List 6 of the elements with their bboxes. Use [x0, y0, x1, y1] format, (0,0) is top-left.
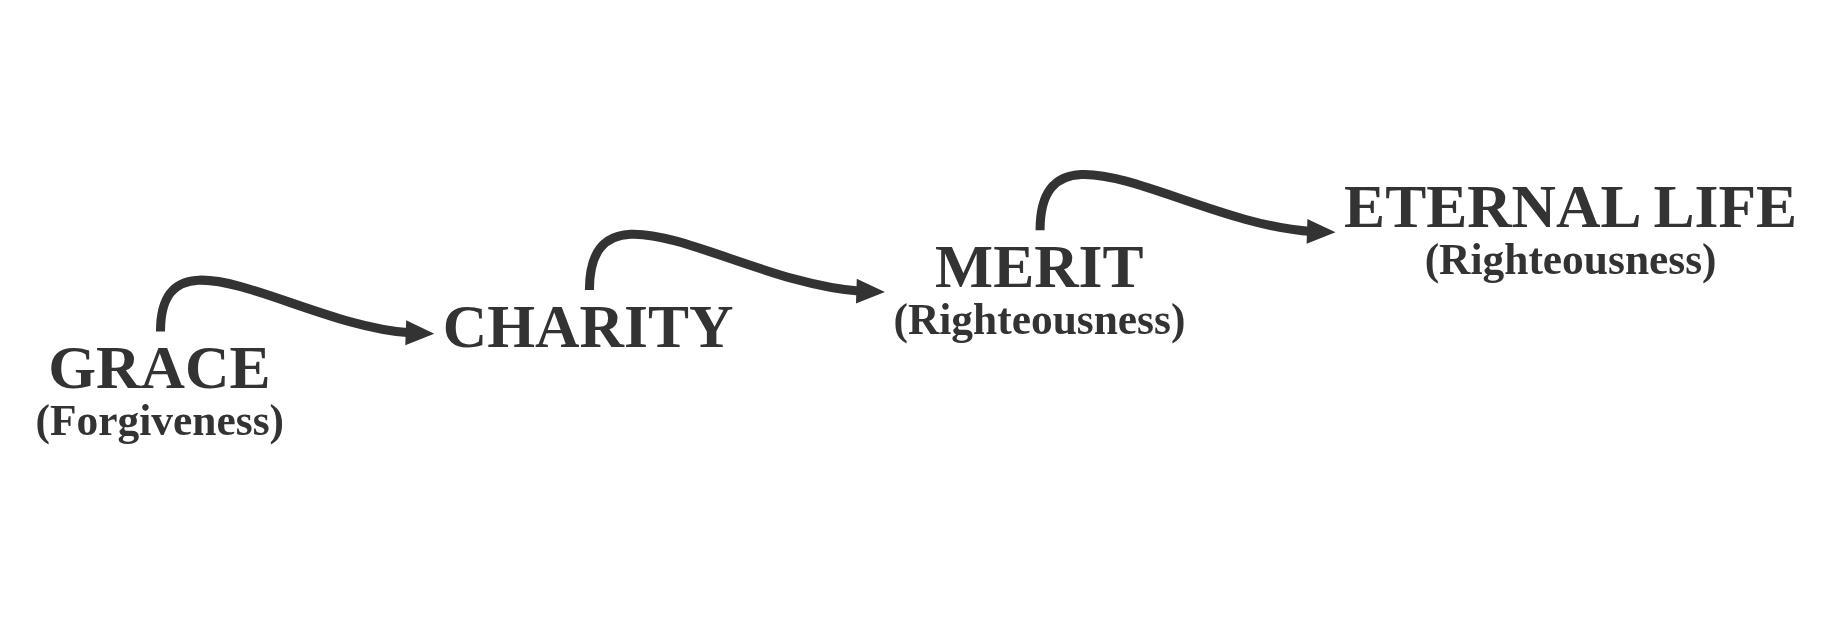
- node-text: CHARITY: [442, 291, 734, 360]
- node-text: MERIT (Righteousness): [893, 231, 1186, 343]
- arrow: [1035, 169, 1336, 244]
- node-text: ETERNAL LIFE (Righteousness): [1344, 171, 1798, 283]
- arrow: [584, 229, 885, 304]
- node-text: GRACE (Forgiveness): [35, 332, 285, 444]
